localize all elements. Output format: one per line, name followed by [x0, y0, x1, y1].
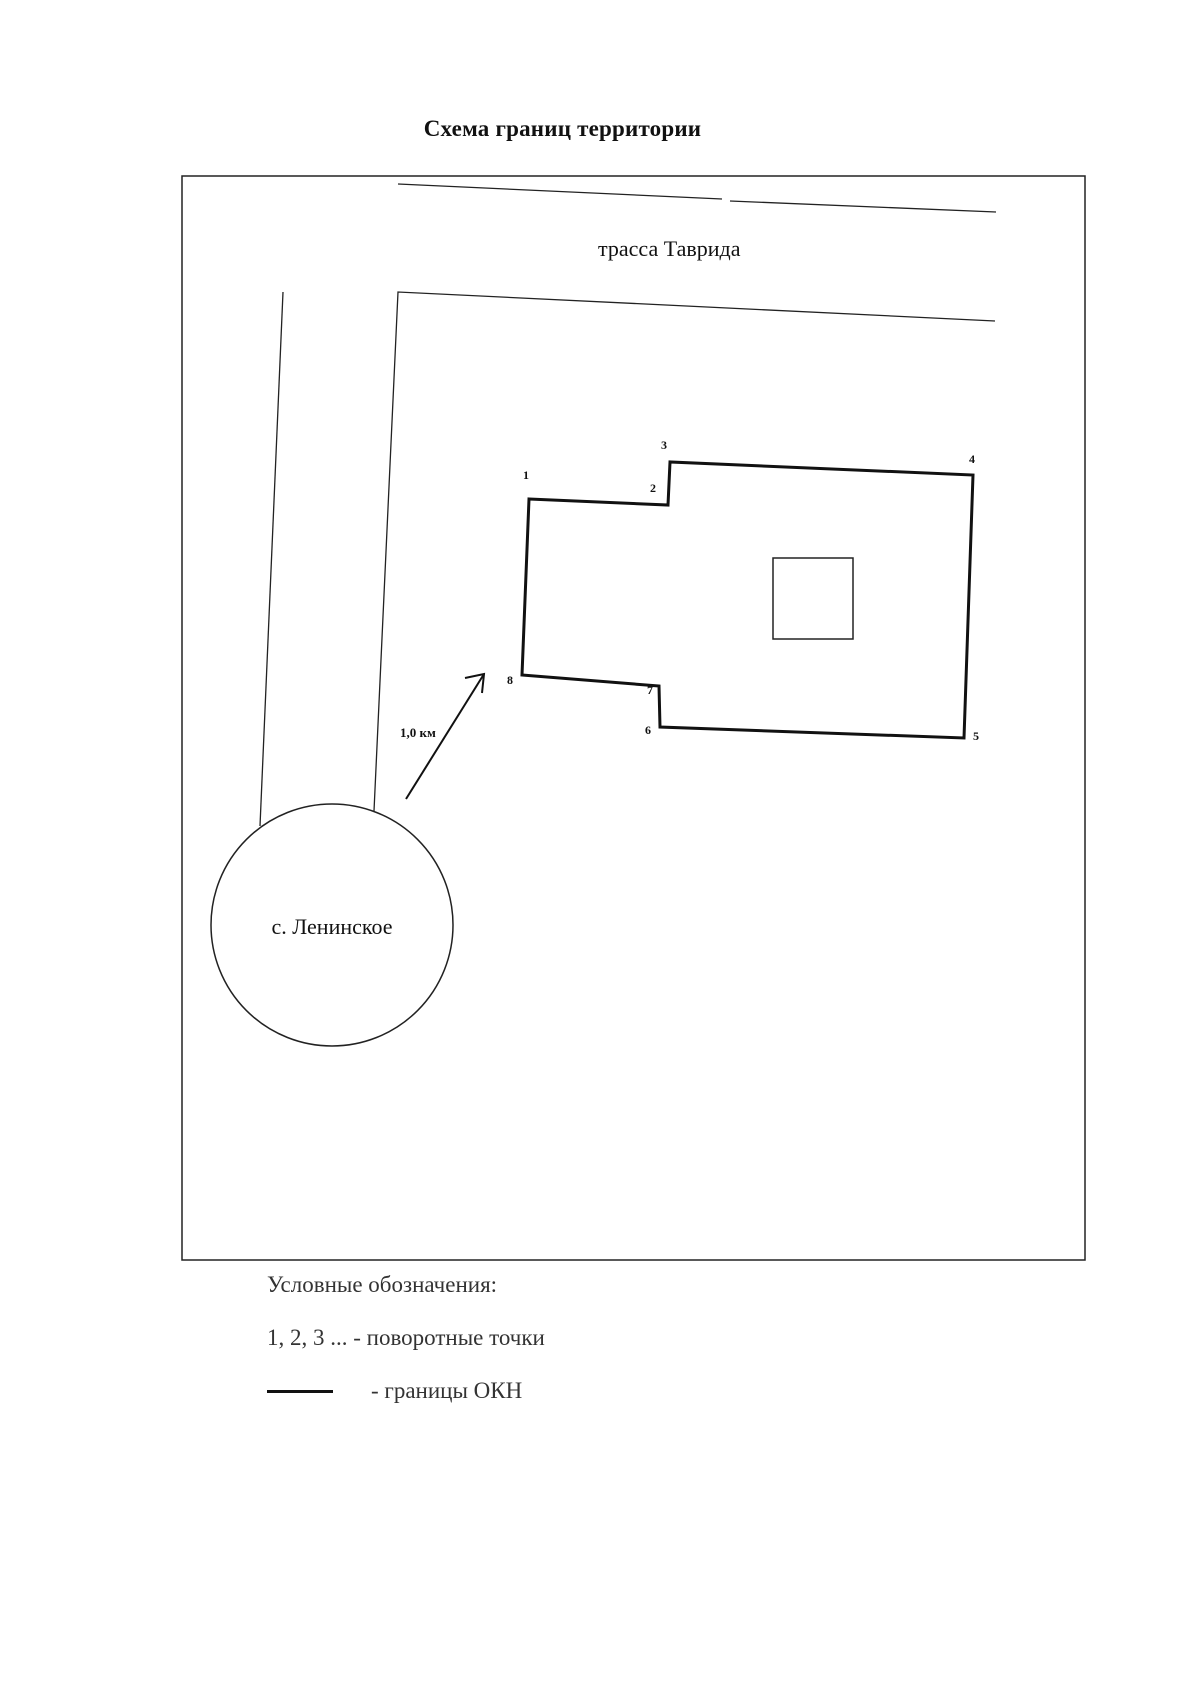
turning-point-label: 7	[647, 683, 653, 697]
legend-border-text: - границы ОКН	[371, 1378, 523, 1403]
legend-line-sample	[267, 1389, 333, 1393]
turning-point-label: 3	[661, 438, 667, 452]
turning-point-label: 2	[650, 481, 656, 495]
legend-heading: Условные обозначения:	[267, 1272, 498, 1297]
side-road-east-edge	[373, 291, 996, 812]
side-road-west-edge	[259, 291, 284, 827]
highway-edge-top-a	[397, 183, 723, 200]
turning-point-label: 6	[645, 723, 651, 737]
distance-arrow-head	[464, 672, 486, 694]
legend-item-points: 1, 2, 3 ... - поворотные точки	[267, 1325, 545, 1351]
turning-point-label: 1	[523, 468, 529, 482]
turning-point-label: 4	[969, 452, 975, 466]
heritage-site-border	[520, 460, 975, 740]
settlement-circle	[210, 803, 454, 1047]
page-title: Схема границ территории	[423, 116, 702, 141]
legend-item-border: - границы ОКН	[267, 1378, 522, 1404]
legend-points-text: 1, 2, 3 ... - поворотные точки	[267, 1325, 545, 1350]
turning-point-label: 5	[973, 729, 979, 743]
distance-arrow-shaft	[405, 673, 485, 800]
distance-label: 1,0 км	[400, 725, 436, 740]
map-frame	[181, 175, 1086, 1261]
inner-building	[772, 557, 854, 640]
highway-label: трасса Таврида	[598, 236, 741, 261]
highway-edge-top-b	[729, 200, 997, 213]
turning-point-label: 8	[507, 673, 513, 687]
settlement-label: с. Ленинское	[272, 914, 393, 939]
